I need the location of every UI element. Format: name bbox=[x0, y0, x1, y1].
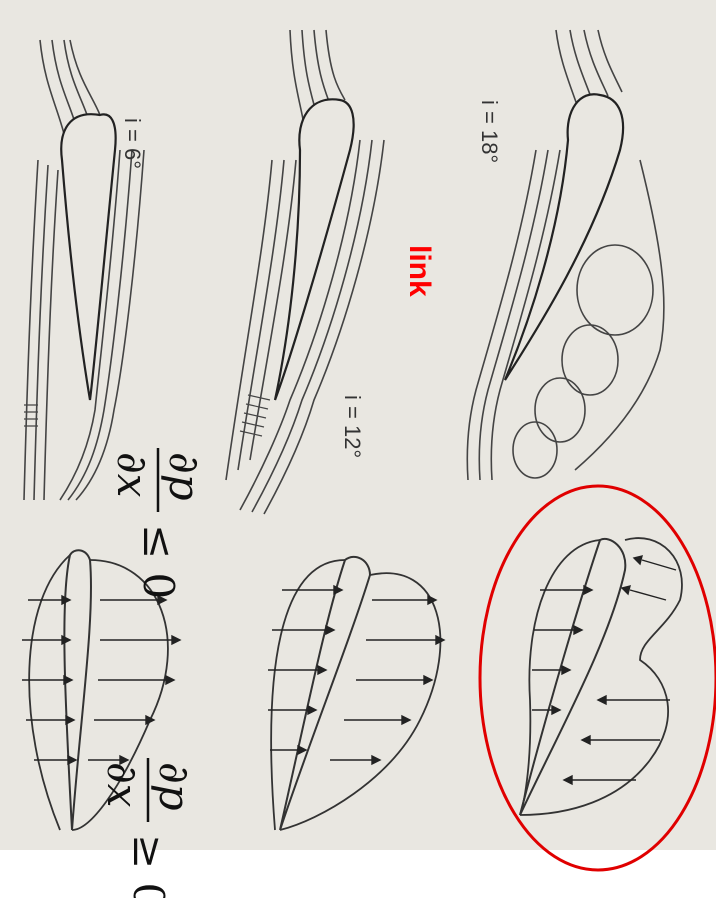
label-i6: i = 6° bbox=[120, 118, 145, 169]
eq2-numerator: ∂p bbox=[150, 762, 199, 811]
eq1-numerator: ∂p bbox=[160, 452, 209, 501]
eq1-denominator: ∂x bbox=[108, 452, 157, 498]
link-label[interactable]: link bbox=[403, 245, 436, 297]
eq2-denominator: ∂x bbox=[98, 762, 147, 808]
figure-bottom-margin bbox=[0, 850, 716, 898]
label-i12: i = 12° bbox=[340, 395, 365, 458]
eq1-relation: ≤ 0 bbox=[134, 524, 183, 599]
eq2-relation: ≥ 0 bbox=[124, 834, 173, 898]
label-i18: i = 18° bbox=[477, 100, 502, 163]
